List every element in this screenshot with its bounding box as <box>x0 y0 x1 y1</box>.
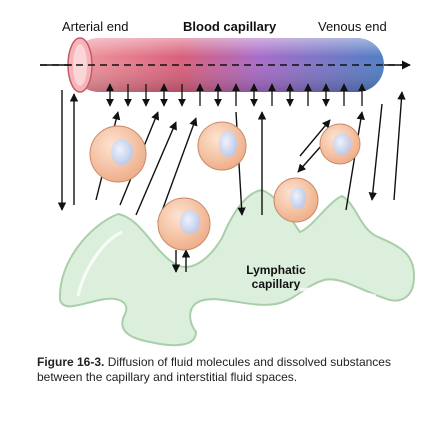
tissue-cell <box>197 121 247 171</box>
caption-text: Diffusion of fluid molecules and dissolv… <box>37 355 391 384</box>
tissue-cell <box>273 177 319 223</box>
blood-capillary <box>67 37 384 93</box>
lymphatic-capillary <box>58 188 416 347</box>
tissue-cell <box>319 123 361 165</box>
tissue-cell <box>89 125 147 183</box>
venous-end-label: Venous end <box>318 19 387 34</box>
arterial-end-label: Arterial end <box>62 19 129 34</box>
lymphatic-capillary-label: Lymphatic capillary <box>246 263 306 291</box>
capillary-wall-arrows <box>106 83 366 107</box>
blood-capillary-label: Blood capillary <box>183 19 277 34</box>
tissue-cell <box>157 197 211 251</box>
tissue-cells <box>89 121 361 251</box>
figure-number: Figure 16-3. <box>37 355 105 369</box>
figure-caption: Figure 16-3. Diffusion of fluid molecule… <box>37 355 429 385</box>
